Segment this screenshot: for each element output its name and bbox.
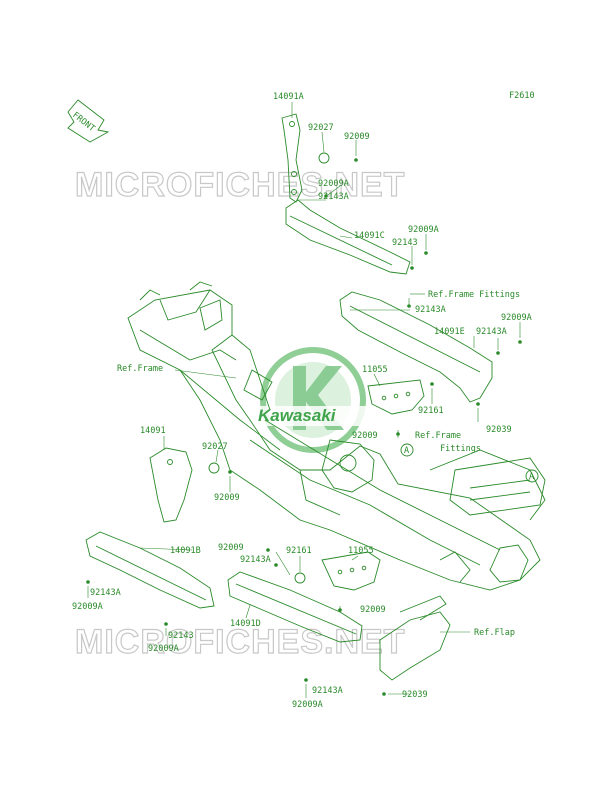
fastener-dots [86,158,522,696]
callout: 92161 [418,406,444,416]
front-arrow-icon: FRONT [67,99,110,143]
frame-drawing [127,281,546,591]
callout: 14091C [354,231,385,241]
callout: 92009A [408,225,439,235]
callout: 92009A [148,644,179,654]
callout: 92161 [286,546,312,556]
callout: 14091 [140,426,166,436]
callout: 14091E [434,327,465,337]
callout: 92009 [360,605,386,615]
callout: 11055 [362,365,388,375]
callout: 92143A [312,686,343,696]
callout: 92009 [218,543,244,553]
callout: 92009A [72,602,103,612]
washer-92027-lower [208,462,220,474]
callout: Ref.Frame Fittings [428,290,520,300]
part-14091 [149,447,193,523]
callout: Ref.Frame [415,431,461,441]
part-14091B [85,531,215,609]
callout: 92143A [476,327,507,337]
callout: 92027 [308,123,334,133]
callout: Ref.Flap [474,628,515,638]
logo-text: Kawasaki [258,406,337,425]
callout: 92143A [240,555,271,565]
callout: 14091A [273,92,304,102]
callout: 92143 [168,631,194,641]
callout: 92009 [214,493,240,503]
part-14091C [285,199,411,275]
callout: Ref.Frame [117,364,163,374]
callout: 92039 [486,425,512,435]
callout-labels: 14091A 92027 92009 92009A 92143A 14091C … [72,92,532,710]
washer-92027-upper [318,152,330,164]
part-11055-lower [321,551,381,591]
callout: 14091B [170,546,201,556]
ref-mark-a-2: A [525,469,539,483]
callout: 92009 [344,132,370,142]
washer-92161 [294,572,306,584]
watermark-bottom: MICROFICHES.NET [75,623,405,661]
callout: 92009A [292,700,323,710]
callout: Fittings [440,444,481,454]
part-14091E [339,291,493,403]
svg-text:A: A [529,472,534,482]
svg-text:A: A [404,446,409,456]
part-11055-upper [367,379,425,415]
watermark-top: MICROFICHES.NET [75,166,405,204]
callout: 92009 [352,431,378,441]
leader-lines [87,102,521,698]
part-14091A [281,113,303,203]
callout: 92009A [318,179,349,189]
callout: 14091D [230,619,261,629]
callout: 92143A [415,305,446,315]
ref-flap [379,595,451,681]
callout: 92039 [402,690,428,700]
part-14091D [227,571,363,643]
callout: 92009A [501,313,532,323]
figure-id: F2610 [509,91,535,101]
callout: 92143 [392,238,418,248]
callout: 92027 [202,442,228,452]
ref-mark-a-1: A [400,443,414,457]
callout: 92143A [90,588,121,598]
callout: 11055 [348,546,374,556]
kawasaki-logo: Kawasaki [250,347,376,453]
callout: 92143A [318,192,349,202]
